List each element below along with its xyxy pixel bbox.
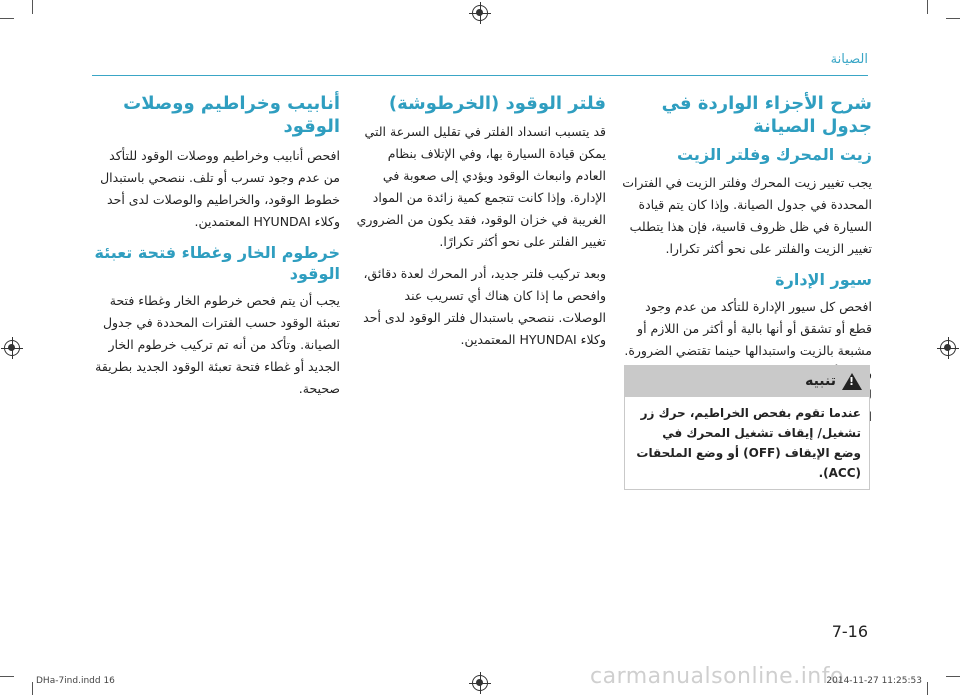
crop-mark: [32, 0, 33, 14]
subsection-heading: زيت المحرك وفلتر الزيت: [676, 144, 872, 164]
registration-mark-icon: [469, 672, 491, 694]
crop-mark: [0, 676, 14, 677]
registration-mark-icon: [469, 2, 491, 24]
subsection-heading: سيور الإدارة: [775, 269, 872, 289]
caution-title: تنبيه: [805, 373, 836, 389]
caution-header: تنبيه: [624, 365, 870, 397]
crop-mark: [946, 18, 960, 19]
section-title: شرح الأجزاء الواردة في جدول الصيانة: [661, 93, 872, 138]
crop-mark: [946, 676, 960, 677]
footer-date: 2014-11-27 11:25:53: [826, 676, 922, 686]
page-number: 7-16: [831, 622, 868, 641]
section-title: فلتر الوقود (الخرطوشة): [388, 93, 606, 114]
paragraph: وبعد تركيب فلتر جديد، أدر المحرك لعدة دق…: [363, 266, 606, 348]
caution-box: تنبيه عندما تقوم بفحص الخراطيم، حرك زر ت…: [624, 365, 870, 490]
watermark: carmanualsonline.info: [590, 664, 844, 689]
paragraph: يجب أن يتم فحص خرطوم الخار وغطاء فتحة تع…: [95, 293, 340, 397]
crop-mark: [0, 18, 14, 19]
caution-text: عندما تقوم بفحص الخراطيم، حرك زر تشغيل/ …: [624, 397, 870, 490]
registration-mark-icon: [937, 337, 959, 359]
footer-file: DHa-7ind.indd 16: [36, 676, 115, 686]
paragraph: افحص أنابيب وخراطيم ووصلات الوقود للتأكد…: [100, 147, 340, 229]
crop-mark: [927, 682, 928, 695]
crop-mark: [927, 0, 928, 14]
crop-mark: [32, 682, 33, 695]
paragraph: قد يتسبب انسداد الفلتر في تقليل السرعة ا…: [356, 124, 606, 250]
subsection-heading: خرطوم الخار وغطاء فتحة تعبئة الوقود: [94, 242, 340, 283]
section-title: أنابيب وخراطيم ووصلات الوقود: [123, 93, 340, 138]
section-header: الصيانة: [830, 52, 868, 67]
header-divider: [92, 75, 868, 76]
column-middle: فلتر الوقود (الخرطوشة) قد يتسبب انسداد ا…: [356, 92, 606, 361]
column-left: أنابيب وخراطيم ووصلات الوقود افحص أنابيب…: [90, 92, 340, 410]
paragraph: يجب تغيير زيت المحرك وفلتر الزيت في الفت…: [622, 174, 872, 256]
warning-triangle-icon: [842, 372, 862, 390]
registration-mark-icon: [1, 337, 23, 359]
